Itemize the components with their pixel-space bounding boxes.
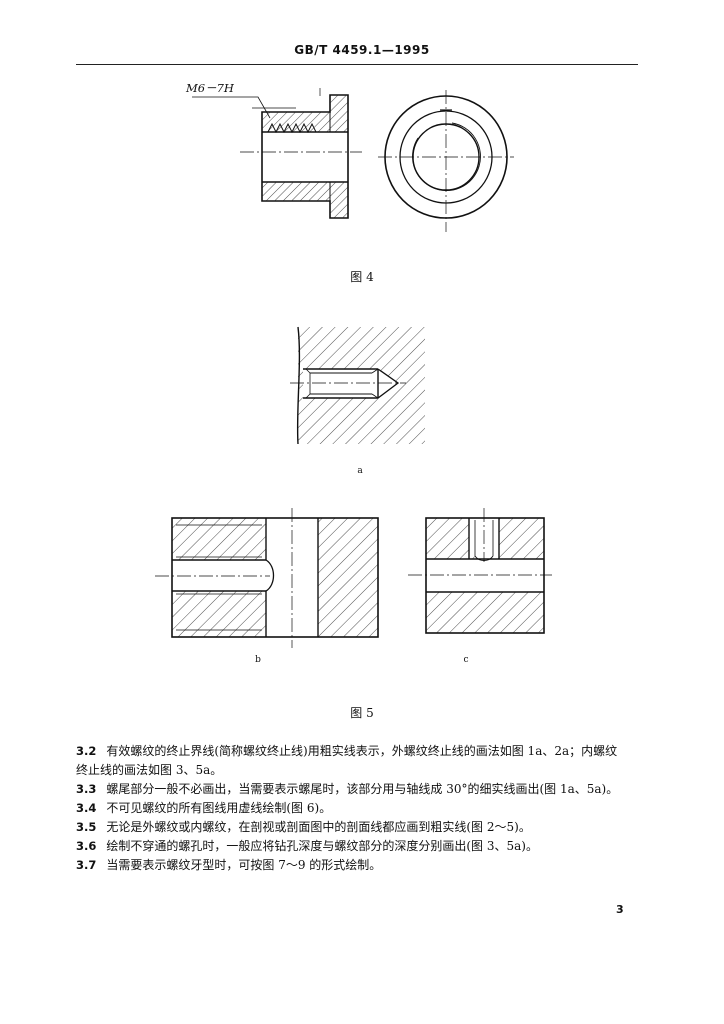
paragraph-3-2: 3.2 有效螺纹的终止界线(简称螺纹终止线)用粗实线表示，外螺纹终止线的画法如图 … [76, 742, 646, 780]
figure4-end-view [378, 90, 514, 232]
clause-number: 3.6 [76, 839, 97, 853]
figure5a-blind-hole [290, 326, 425, 445]
figure5b-intersecting-holes [155, 508, 379, 648]
clause-text: 螺尾部分一般不必画出，当需要表示螺尾时，该部分用与轴线成 30°的细实线画出(图… [106, 782, 619, 796]
figure4-section-view [192, 88, 362, 219]
paragraph-3-4: 3.4 不可见螺纹的所有图线用虚线绘制(图 6)。 [76, 799, 646, 818]
page-header-standard: GB/T 4459.1—1995 [294, 43, 430, 57]
clause-number: 3.2 [76, 744, 97, 758]
clause-text: 不可见螺纹的所有图线用虚线绘制(图 6)。 [106, 801, 332, 815]
header-rule [76, 64, 638, 65]
figure5a-label: a [357, 466, 363, 476]
clause-number: 3.5 [76, 820, 97, 834]
clause-text: 无论是外螺纹或内螺纹，在剖视或剖面图中的剖面线都应画到粗实线(图 2～5)。 [106, 820, 531, 834]
figure5c-label: c [463, 655, 469, 665]
figure5c-hole-section [408, 508, 552, 634]
paragraph-3-5: 3.5 无论是外螺纹或内螺纹，在剖视或剖面图中的剖面线都应画到粗实线(图 2～5)… [76, 818, 646, 837]
paragraph-3-3: 3.3 螺尾部分一般不必画出，当需要表示螺尾时，该部分用与轴线成 30°的细实线画… [76, 780, 646, 799]
figure4-thread-label: M6－7H [186, 81, 234, 95]
clause-number: 3.7 [76, 858, 97, 872]
figure4-caption: 图 4 [350, 270, 374, 284]
clause-number: 3.3 [76, 782, 97, 796]
paragraph-3-7: 3.7 当需要表示螺纹牙型时，可按图 7～9 的形式绘制。 [76, 856, 646, 875]
clause-number: 3.4 [76, 801, 97, 815]
paragraph-3-6: 3.6 绘制不穿通的螺孔时，一般应将钻孔深度与螺纹部分的深度分别画出(图 3、5a… [76, 837, 646, 856]
page-number: 3 [616, 903, 624, 916]
clause-text: 当需要表示螺纹牙型时，可按图 7～9 的形式绘制。 [106, 858, 382, 872]
clause-text: 有效螺纹的终止界线(简称螺纹终止线)用粗实线表示，外螺纹终止线的画法如图 1a、… [106, 744, 618, 758]
figure5-caption: 图 5 [350, 706, 374, 720]
clause-text-continued: 终止线的画法如图 3、5a。 [76, 763, 223, 777]
clause-text: 绘制不穿通的螺孔时，一般应将钻孔深度与螺纹部分的深度分别画出(图 3、5a)。 [106, 839, 538, 853]
figure5b-label: b [255, 655, 261, 665]
